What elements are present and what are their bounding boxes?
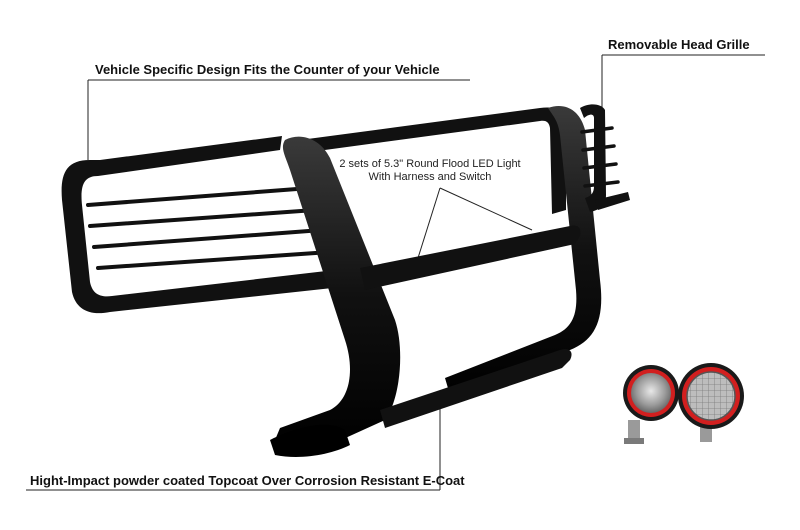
led-light-note-line1: 2 sets of 5.3" Round Flood LED Light	[339, 158, 521, 170]
callout-head-grille: Removable Head Grille	[608, 37, 750, 52]
callout-coating: Hight-Impact powder coated Topcoat Over …	[30, 473, 465, 488]
grille-guard	[61, 104, 630, 457]
left-wing-frame	[61, 136, 360, 314]
head-grille-bars	[580, 126, 620, 188]
led-light-left	[623, 365, 679, 444]
lower-skid-bar	[380, 349, 572, 428]
leader-lines	[26, 54, 765, 491]
led-light-right	[678, 363, 744, 442]
callout-vehicle-design: Vehicle Specific Design Fits the Counter…	[95, 62, 440, 77]
left-upright	[275, 136, 401, 451]
led-light-note-line2: With Harness and Switch	[368, 171, 492, 183]
led-light-note: 2 sets of 5.3" Round Flood LED Light Wit…	[330, 158, 530, 184]
top-hoop	[300, 107, 566, 214]
left-wing-bars	[86, 186, 332, 270]
bottom-foot	[270, 424, 350, 457]
center-crossbar	[360, 225, 581, 290]
